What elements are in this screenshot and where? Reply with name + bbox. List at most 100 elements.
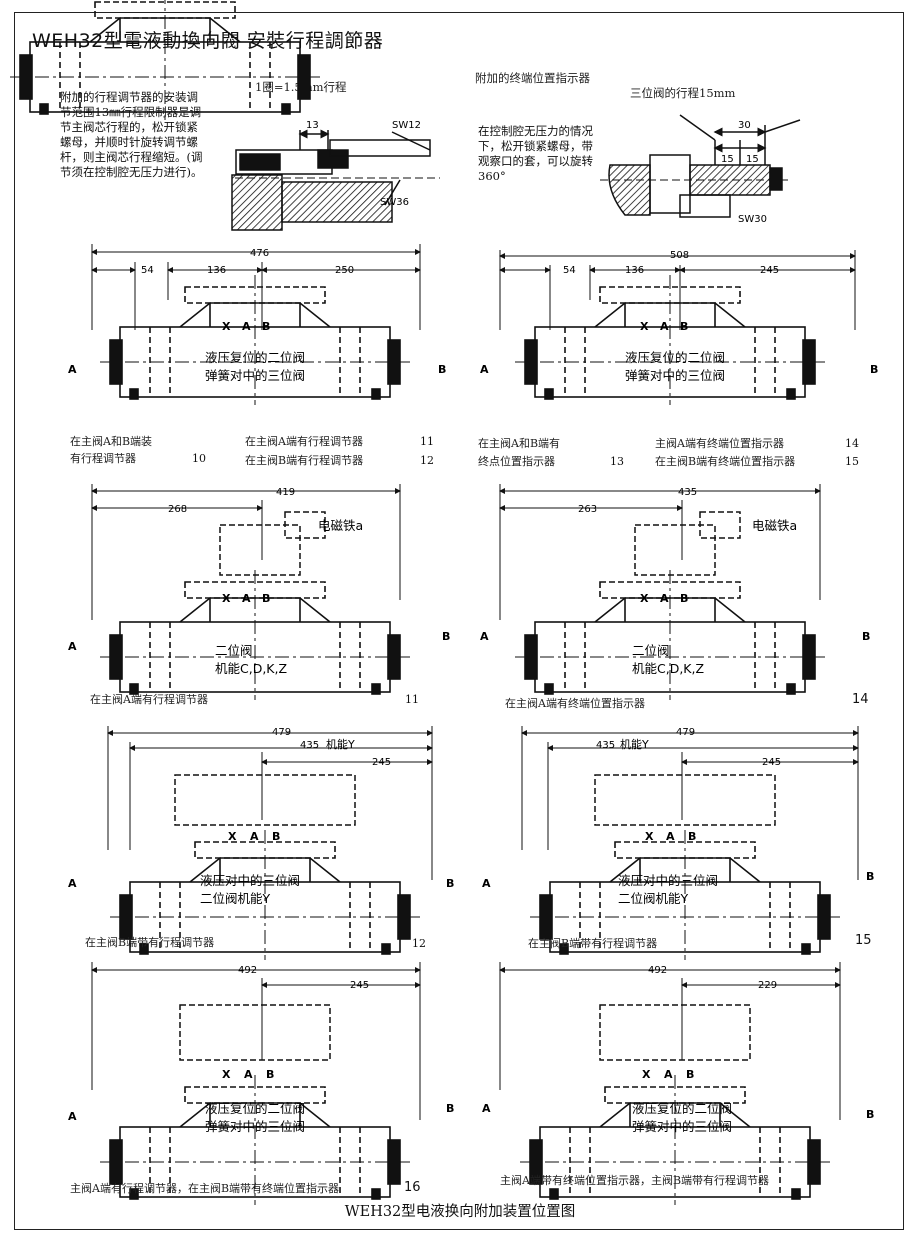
r3l-port-a: A — [68, 877, 77, 890]
r2l-d1: 268 — [168, 504, 187, 515]
r2l-port-b: B — [442, 630, 450, 643]
r4r-x: X — [642, 1068, 651, 1081]
r1l-port-a: A — [68, 363, 77, 376]
r1r-n4: 15 — [845, 455, 859, 468]
r3l-overall: 479 — [272, 727, 291, 738]
r4r-a: A — [664, 1068, 673, 1081]
r2r-overall: 435 — [678, 487, 697, 498]
r1l-x: X — [222, 320, 231, 333]
r1l-overall: 476 — [250, 248, 269, 259]
r1l-cap2: 有行程调节器 — [70, 452, 136, 465]
r3r-d2: 245 — [762, 757, 781, 768]
r1l-n1: 10 — [192, 452, 206, 465]
dims-row3 — [107, 726, 859, 880]
r2l-n: 11 — [405, 693, 419, 706]
r1r-cap1: 在主阀A和B端有 — [478, 437, 561, 450]
r3r-port-a: A — [482, 877, 491, 890]
r4l-b: B — [266, 1068, 274, 1081]
r3r-d1: 435 — [596, 740, 615, 751]
r3l-x: X — [228, 830, 237, 843]
dim-13: 13 — [306, 120, 319, 131]
r1r-overall: 508 — [670, 250, 689, 261]
r2r-inner1: 二位阀 — [632, 643, 670, 658]
r2l-inner2: 机能C,D,K,Z — [215, 661, 287, 676]
sw12-label: SW12 — [392, 120, 421, 131]
r3l-cap: 在主阀B端带有行程调节器 — [85, 936, 215, 949]
r3r-n: 15 — [855, 933, 872, 948]
r3l-fn: 机能Y — [326, 737, 355, 751]
r3r-b: B — [688, 830, 696, 843]
r3r-port-b: B — [866, 870, 874, 883]
r2l-cap: 在主阀A端有行程调节器 — [90, 693, 208, 706]
r4r-port-a: A — [482, 1102, 491, 1115]
dim-15a: 15 — [721, 154, 734, 165]
r4l-port-b: B — [446, 1102, 454, 1115]
r4r-d1: 229 — [758, 980, 777, 991]
r4r-port-b: B — [866, 1108, 874, 1121]
page-border — [14, 12, 904, 1230]
r3l-inner1: 液压对中的三位阀 — [200, 873, 300, 888]
end-indicator-note: 在控制腔无压力的情况下，松开锁紧螺母，带观察口的套，可以旋转360° — [478, 124, 593, 183]
r2l-port-a: A — [68, 640, 77, 653]
r1r-a: A — [660, 320, 669, 333]
r1r-inner2: 弹簧对中的三位阀 — [625, 368, 725, 383]
r4r-inner1: 液压复位的二位阀 — [632, 1101, 732, 1116]
r1l-cap3: 在主阀A端有行程调节器 — [245, 435, 363, 448]
dims-row1-left — [91, 244, 421, 330]
r4l-port-a: A — [68, 1110, 77, 1123]
stroke-15-label: 三位阀的行程15mm — [630, 86, 736, 100]
r4r-b: B — [686, 1068, 694, 1081]
stroke-adjuster-detail — [231, 129, 440, 231]
r2l-a: A — [242, 592, 251, 605]
r1l-cap1: 在主阀A和B端装 — [70, 435, 153, 448]
r1r-port-b: B — [870, 363, 878, 376]
r4l-cap: 主阀A端有行程调节器，在主阀B端带有终端位置指示器 — [70, 1182, 340, 1195]
r3l-inner2: 二位阀机能Y — [200, 891, 271, 906]
r3l-a: A — [250, 830, 259, 843]
r4l-overall: 492 — [238, 965, 257, 976]
r4l-inner2: 弹簧对中的三位阀 — [205, 1119, 305, 1134]
sw30-label: SW30 — [738, 214, 767, 225]
r2r-cap: 在主阀A端有终端位置指示器 — [505, 697, 645, 710]
r1l-n4: 12 — [420, 454, 434, 467]
r4l-inner1: 液压复位的二位阀 — [205, 1101, 305, 1116]
dims-row1-right — [499, 250, 856, 330]
r1l-inner2: 弹簧对中的三位阀 — [205, 368, 305, 383]
r1r-n1: 13 — [610, 455, 624, 468]
r1l-port-b: B — [438, 363, 446, 376]
r1r-inner1: 液压复位的二位阀 — [625, 350, 725, 365]
drawing-row3-left — [109, 774, 421, 961]
r1r-n3: 14 — [845, 437, 859, 450]
r1r-d2: 136 — [625, 265, 644, 276]
r1l-cap4: 在主阀B端有行程调节器 — [245, 454, 364, 467]
r1l-n3: 11 — [420, 435, 434, 448]
r3l-b: B — [272, 830, 280, 843]
r2r-a: A — [660, 592, 669, 605]
stroke-adjuster-note: 附加的行程调节器的安装调节范围13㎜行程限制器是调节主阀芯行程的，松开锁紧螺母，… — [60, 90, 203, 179]
drawing-row4-right — [519, 1004, 831, 1206]
r3l-n: 12 — [412, 937, 426, 950]
r1l-d1: 54 — [141, 265, 154, 276]
drawing-row3-right — [529, 774, 841, 961]
r4l-n: 16 — [404, 1180, 421, 1195]
r2r-x: X — [640, 592, 649, 605]
r2r-inner2: 机能C,D,K,Z — [632, 661, 704, 676]
r2l-inner1: 二位阀 — [215, 643, 253, 658]
drawing-row2-left — [99, 511, 411, 701]
r1r-cap2: 终点位置指示器 — [478, 455, 555, 468]
r1l-b: B — [262, 320, 270, 333]
drawing-row1-left — [99, 274, 411, 406]
end-indicator-detail — [600, 114, 801, 218]
r4r-inner2: 弹簧对中的三位阀 — [632, 1119, 732, 1134]
dim-30: 30 — [738, 120, 751, 131]
r3r-inner2: 二位阀机能Y — [618, 891, 689, 906]
r2r-b: B — [680, 592, 688, 605]
r3l-port-b: B — [446, 877, 454, 890]
r3r-overall: 479 — [676, 727, 695, 738]
r3r-a: A — [666, 830, 675, 843]
r1l-inner1: 液压复位的二位阀 — [205, 350, 305, 365]
r3r-x: X — [645, 830, 654, 843]
r4l-x: X — [222, 1068, 231, 1081]
dims-row2 — [91, 484, 821, 620]
